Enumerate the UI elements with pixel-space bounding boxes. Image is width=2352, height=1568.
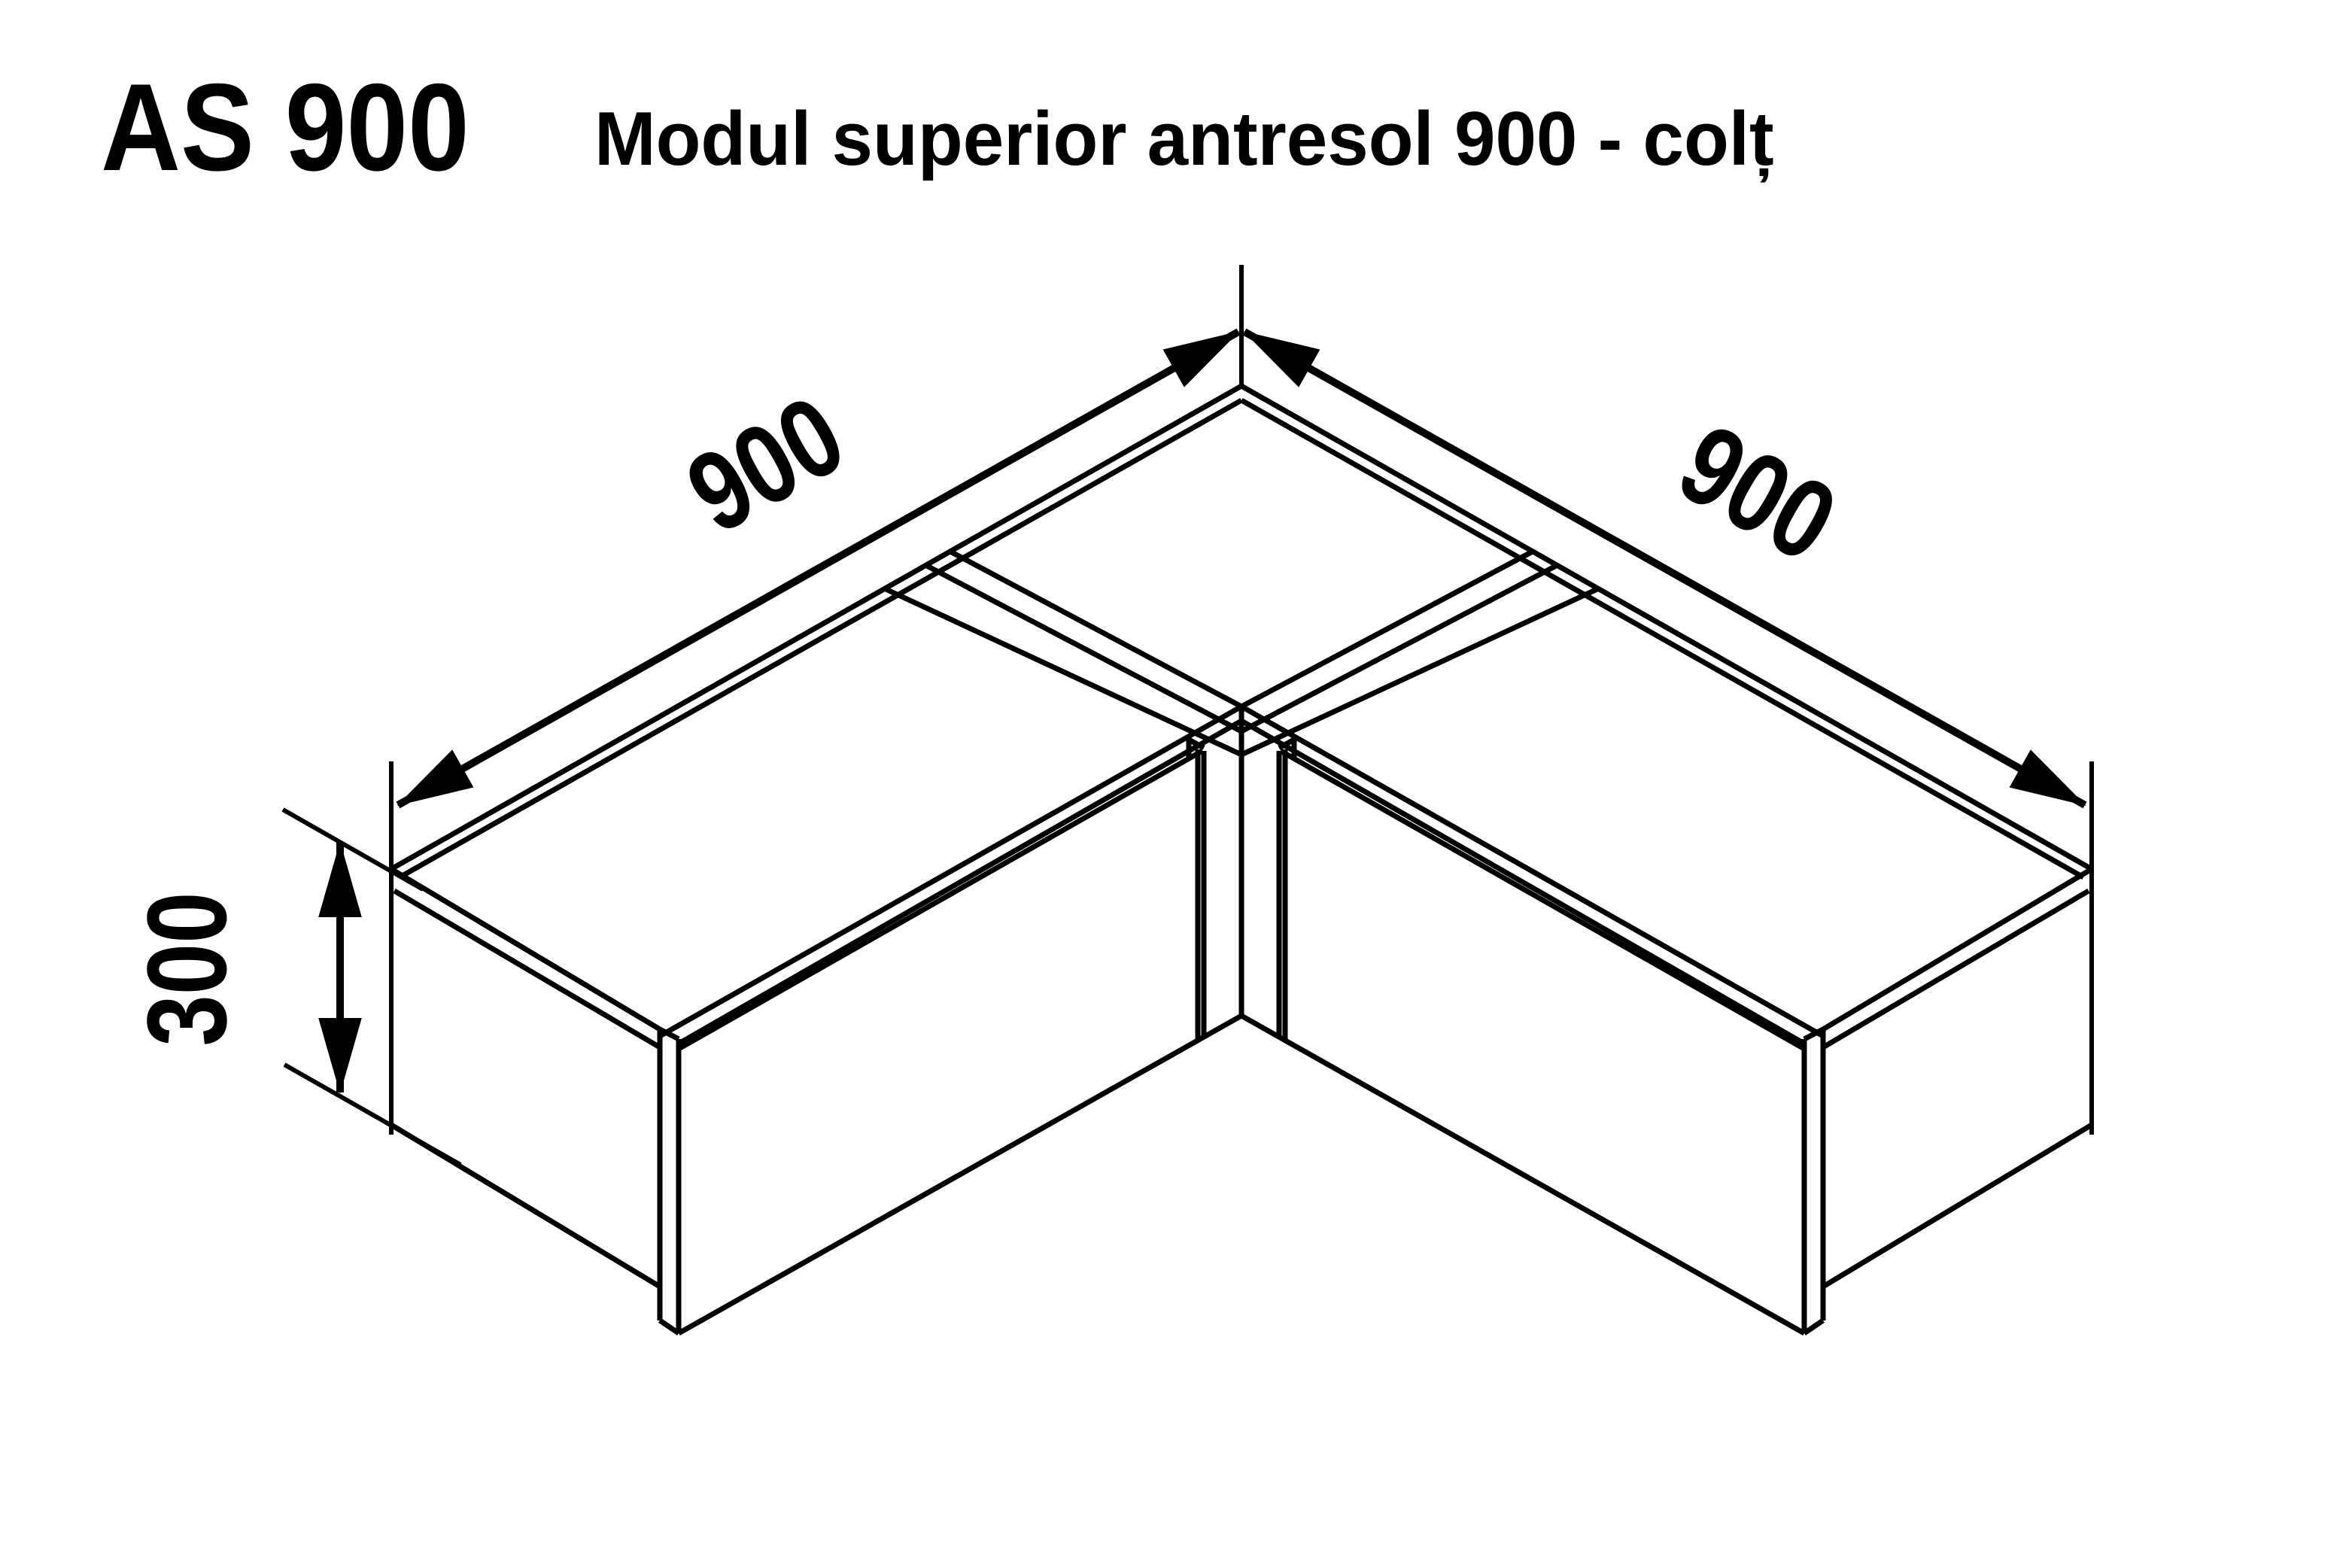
page-subtitle: Modul superior antresol 900 - colț xyxy=(594,97,1774,184)
cabinet-carcass-lines xyxy=(390,383,2093,1320)
height-extension-line-bottom xyxy=(283,1062,462,1167)
height-extension-line-top xyxy=(281,807,424,892)
corner-cabinet-drawing xyxy=(390,383,2093,1336)
page-title: AS 900 xyxy=(101,59,469,197)
dim-label-right-width: 900 xyxy=(1660,400,1856,586)
header: AS 900 Modul superior antresol 900 - col… xyxy=(101,59,1774,197)
dimension-arrow-right-width xyxy=(1242,328,2087,809)
dimension-arrow-left-width xyxy=(396,328,1241,809)
dim-label-left-width: 900 xyxy=(667,372,864,558)
dim-label-height: 300 xyxy=(124,892,250,1046)
